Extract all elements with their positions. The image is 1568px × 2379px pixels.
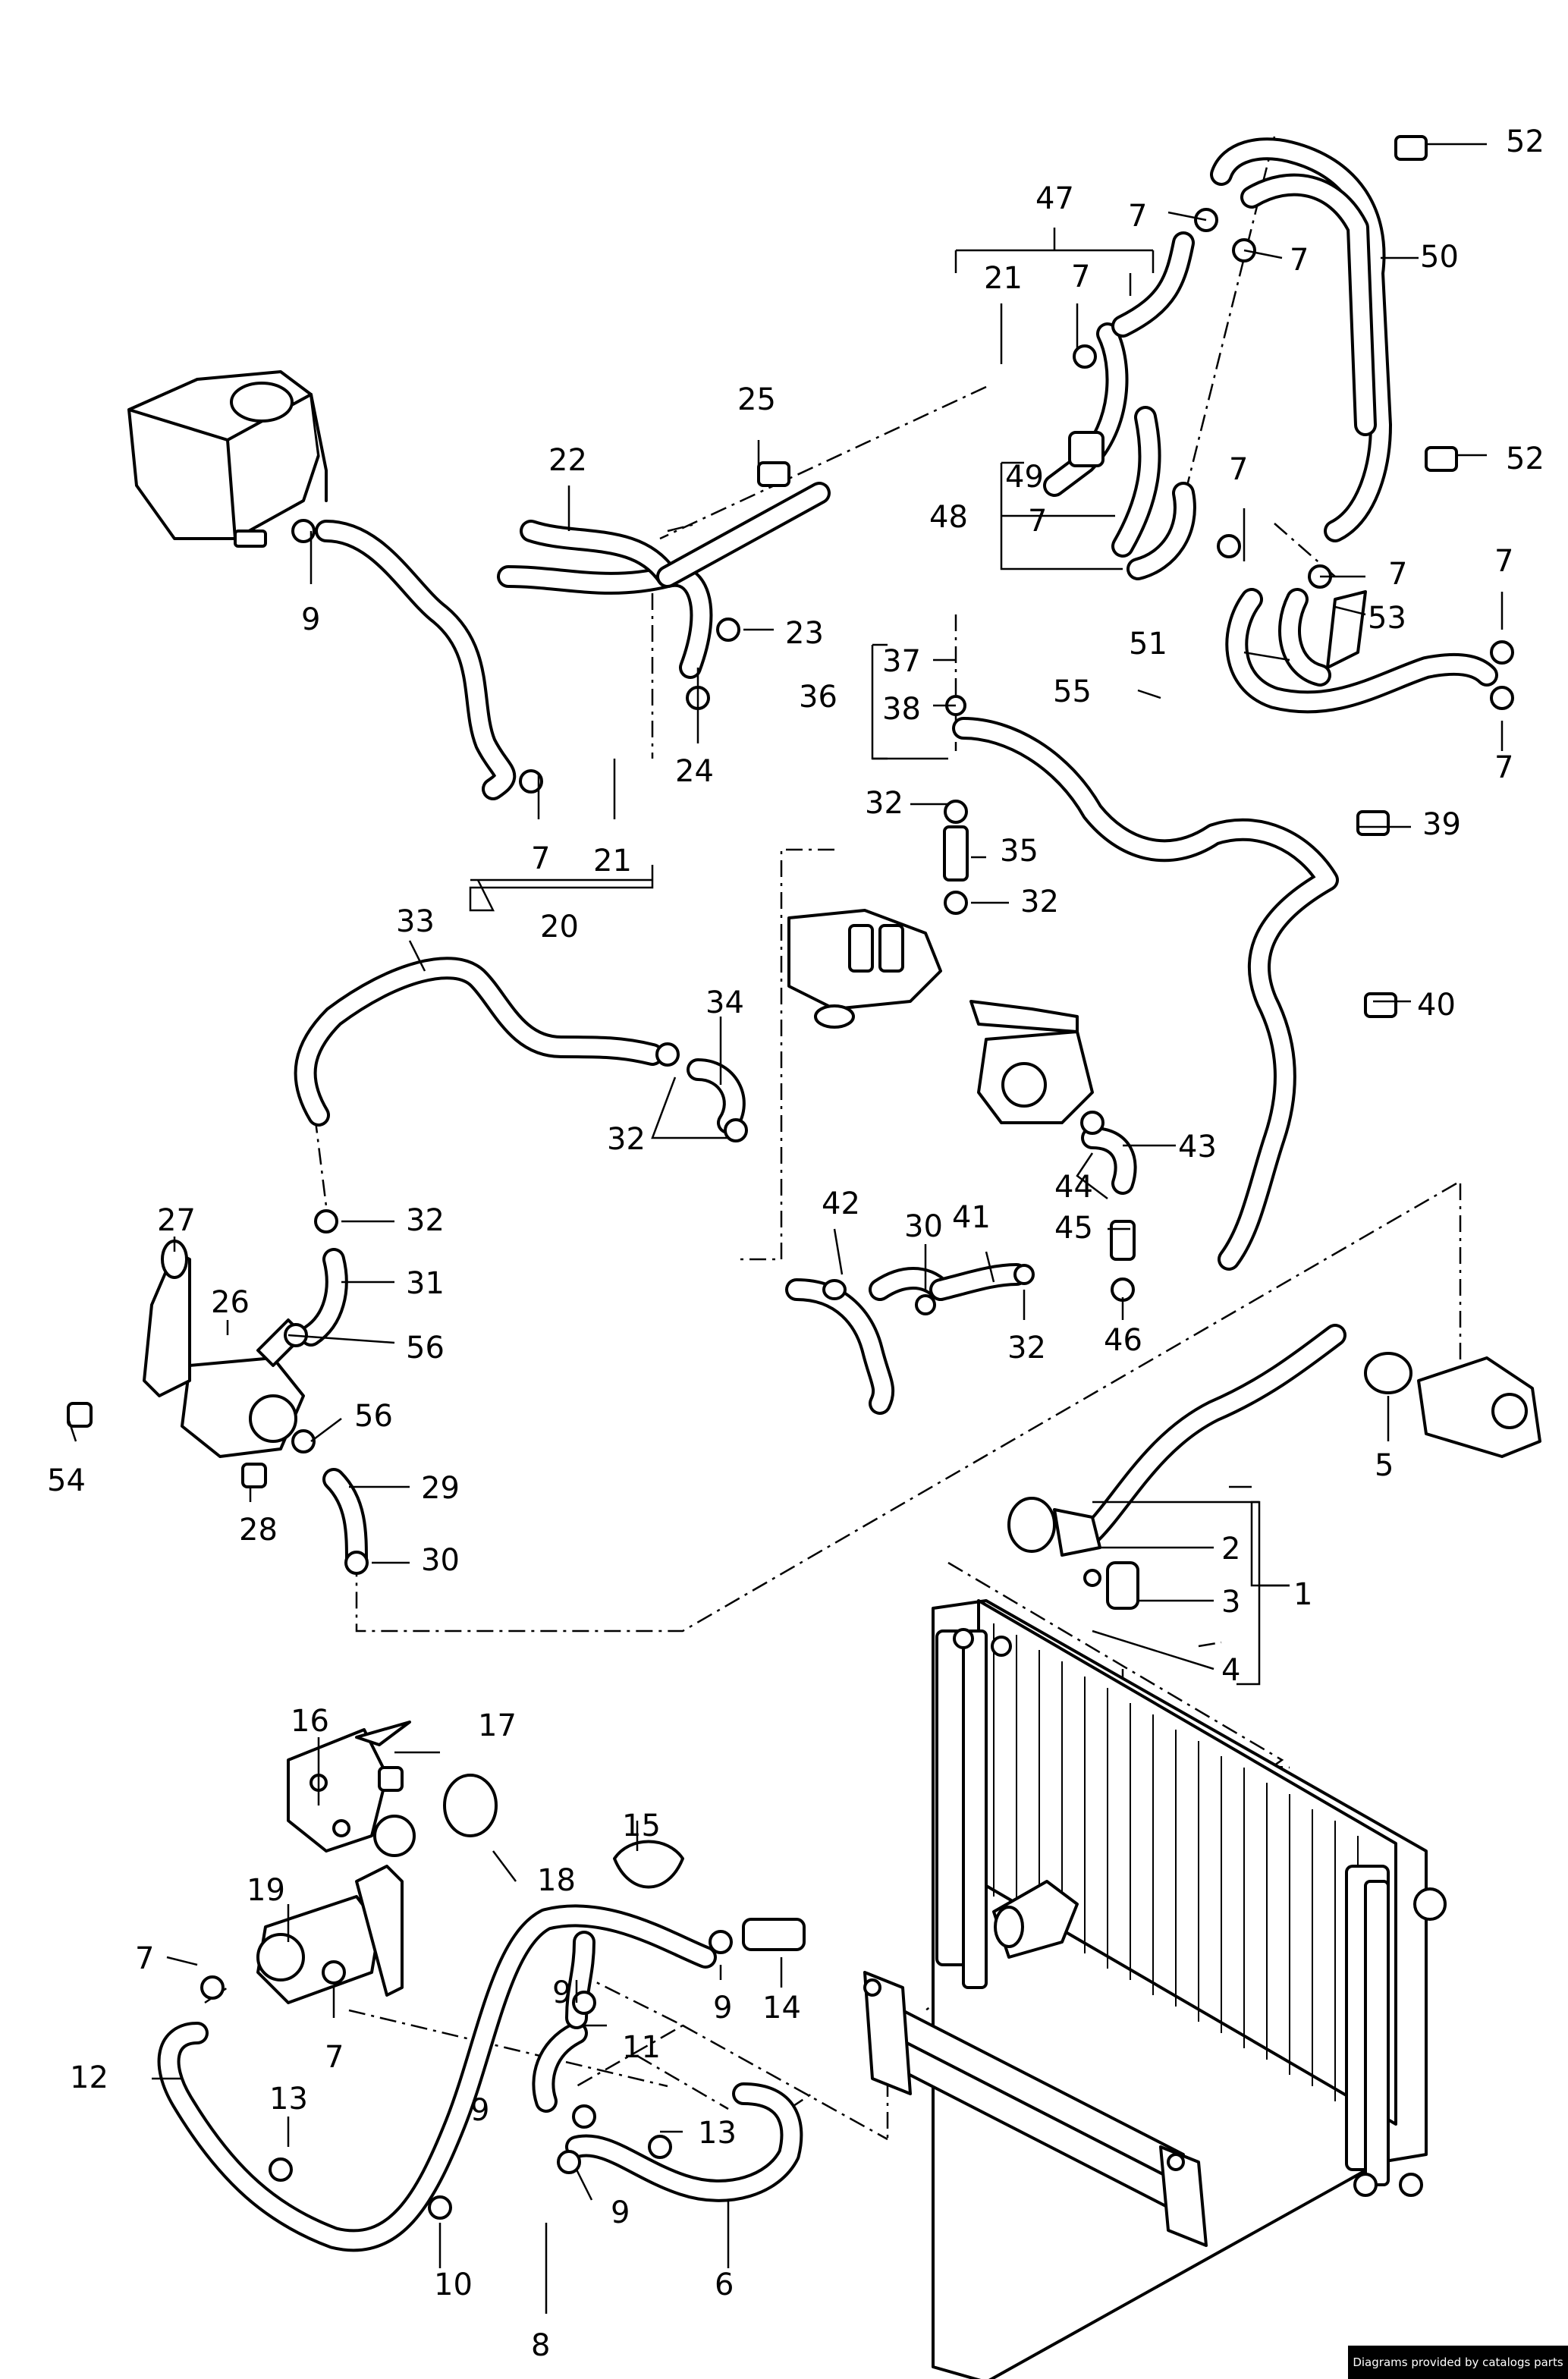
callout-labels: 1 2 3 4 5 6 7 7 7 7 7 7 7 7 7 7 7 8 9 9 …	[47, 124, 1544, 2363]
callout-39: 39	[1422, 807, 1461, 842]
callout-9-a: 9	[301, 602, 320, 637]
callout-25: 25	[737, 382, 776, 417]
callout-11: 11	[622, 2030, 661, 2065]
callout-48: 48	[929, 500, 968, 535]
callout-7-h: 7	[1494, 750, 1513, 785]
diagram-credit-badge: Diagrams provided by catalogs parts	[1348, 2346, 1568, 2379]
coolant-pipe-1	[1007, 1497, 1139, 1610]
callout-7-c: 7	[1071, 259, 1090, 294]
callout-51: 51	[1129, 627, 1167, 662]
callout-43: 43	[1178, 1130, 1217, 1164]
callout-45: 45	[1054, 1211, 1093, 1246]
callout-24: 24	[675, 754, 714, 789]
callout-53: 53	[1368, 601, 1406, 636]
clamps-and-fittings	[67, 135, 1514, 2220]
callout-34: 34	[705, 985, 744, 1020]
callout-40: 40	[1417, 988, 1456, 1023]
callout-16: 16	[291, 1704, 329, 1739]
callout-32-d: 32	[1020, 885, 1059, 919]
egr-cooler	[787, 909, 942, 1029]
callout-7-i: 7	[531, 841, 550, 876]
callout-9-d: 9	[470, 2093, 489, 2128]
callout-38: 38	[882, 692, 921, 727]
callout-47: 47	[1035, 181, 1074, 216]
callout-9-e: 9	[611, 2195, 630, 2230]
callout-20: 20	[540, 910, 579, 944]
callout-7-k: 7	[325, 2040, 344, 2075]
callout-37: 37	[882, 644, 921, 679]
callout-7-g: 7	[1494, 544, 1513, 579]
callout-6: 6	[715, 2267, 734, 2302]
callout-15: 15	[622, 1809, 661, 1843]
callout-7-b: 7	[1290, 243, 1309, 278]
sensor-49	[1068, 431, 1105, 467]
callout-44: 44	[1054, 1170, 1093, 1205]
callout-56-b: 56	[354, 1399, 393, 1434]
callout-12: 12	[70, 2060, 108, 2095]
callout-22: 22	[548, 443, 587, 478]
callout-26: 26	[211, 1285, 250, 1320]
callout-35: 35	[1000, 834, 1039, 869]
callout-2: 2	[1221, 1532, 1240, 1567]
callout-32-b: 32	[607, 1122, 646, 1157]
callout-49: 49	[1005, 460, 1044, 495]
callout-19: 19	[247, 1873, 285, 1908]
callout-36: 36	[799, 680, 837, 715]
callout-10: 10	[434, 2267, 473, 2302]
callout-28: 28	[239, 1513, 278, 1548]
callout-9-c: 9	[552, 1975, 571, 2010]
callout-21-b: 21	[984, 261, 1023, 296]
callout-3: 3	[1221, 1585, 1240, 1620]
callout-30-b: 30	[904, 1209, 943, 1244]
callout-7-f: 7	[1388, 557, 1407, 592]
callout-32-c: 32	[865, 786, 903, 821]
callout-29: 29	[421, 1471, 460, 1506]
callout-33: 33	[396, 904, 435, 939]
radiator	[932, 1599, 1447, 2379]
callout-31: 31	[406, 1266, 445, 1301]
callout-52-b: 52	[1506, 442, 1544, 476]
radiator-core-fins	[993, 1623, 1359, 2113]
callout-46: 46	[1104, 1323, 1142, 1358]
callout-32-a: 32	[406, 1203, 445, 1238]
callout-42: 42	[822, 1186, 860, 1221]
expansion-tank	[127, 370, 328, 548]
callout-4: 4	[1221, 1653, 1240, 1688]
callout-9-b: 9	[713, 1991, 732, 2025]
callout-27: 27	[157, 1203, 196, 1238]
callout-7-a: 7	[1128, 199, 1147, 234]
callout-30-a: 30	[421, 1543, 460, 1578]
callout-17: 17	[478, 1708, 517, 1743]
callout-21-a: 21	[593, 844, 632, 878]
callout-54: 54	[47, 1463, 86, 1498]
throttle-valve-unit	[969, 1000, 1094, 1124]
callout-56-a: 56	[406, 1331, 445, 1365]
callout-leaders	[67, 143, 1504, 2314]
callout-14: 14	[762, 1991, 801, 2025]
callout-13-a: 13	[269, 2082, 308, 2117]
callout-41: 41	[952, 1200, 991, 1235]
callout-8: 8	[531, 2328, 550, 2363]
callout-32-e: 32	[1007, 1331, 1046, 1365]
thermostat-housing	[1364, 1352, 1541, 1458]
callout-5: 5	[1375, 1448, 1394, 1483]
callout-52-a: 52	[1506, 124, 1544, 159]
callout-13-b: 13	[698, 2116, 737, 2151]
callout-7-e: 7	[1229, 452, 1248, 487]
callout-55: 55	[1053, 674, 1092, 709]
bracket-53	[1326, 590, 1367, 669]
callout-1: 1	[1293, 1577, 1312, 1612]
callout-50: 50	[1420, 240, 1459, 275]
callout-7-j: 7	[135, 1941, 154, 1976]
auxiliary-water-pump-26	[143, 1240, 305, 1458]
callout-18: 18	[537, 1863, 576, 1898]
callout-7-d: 7	[1028, 504, 1047, 539]
callout-23: 23	[785, 616, 824, 651]
condenser	[863, 1971, 1208, 2247]
